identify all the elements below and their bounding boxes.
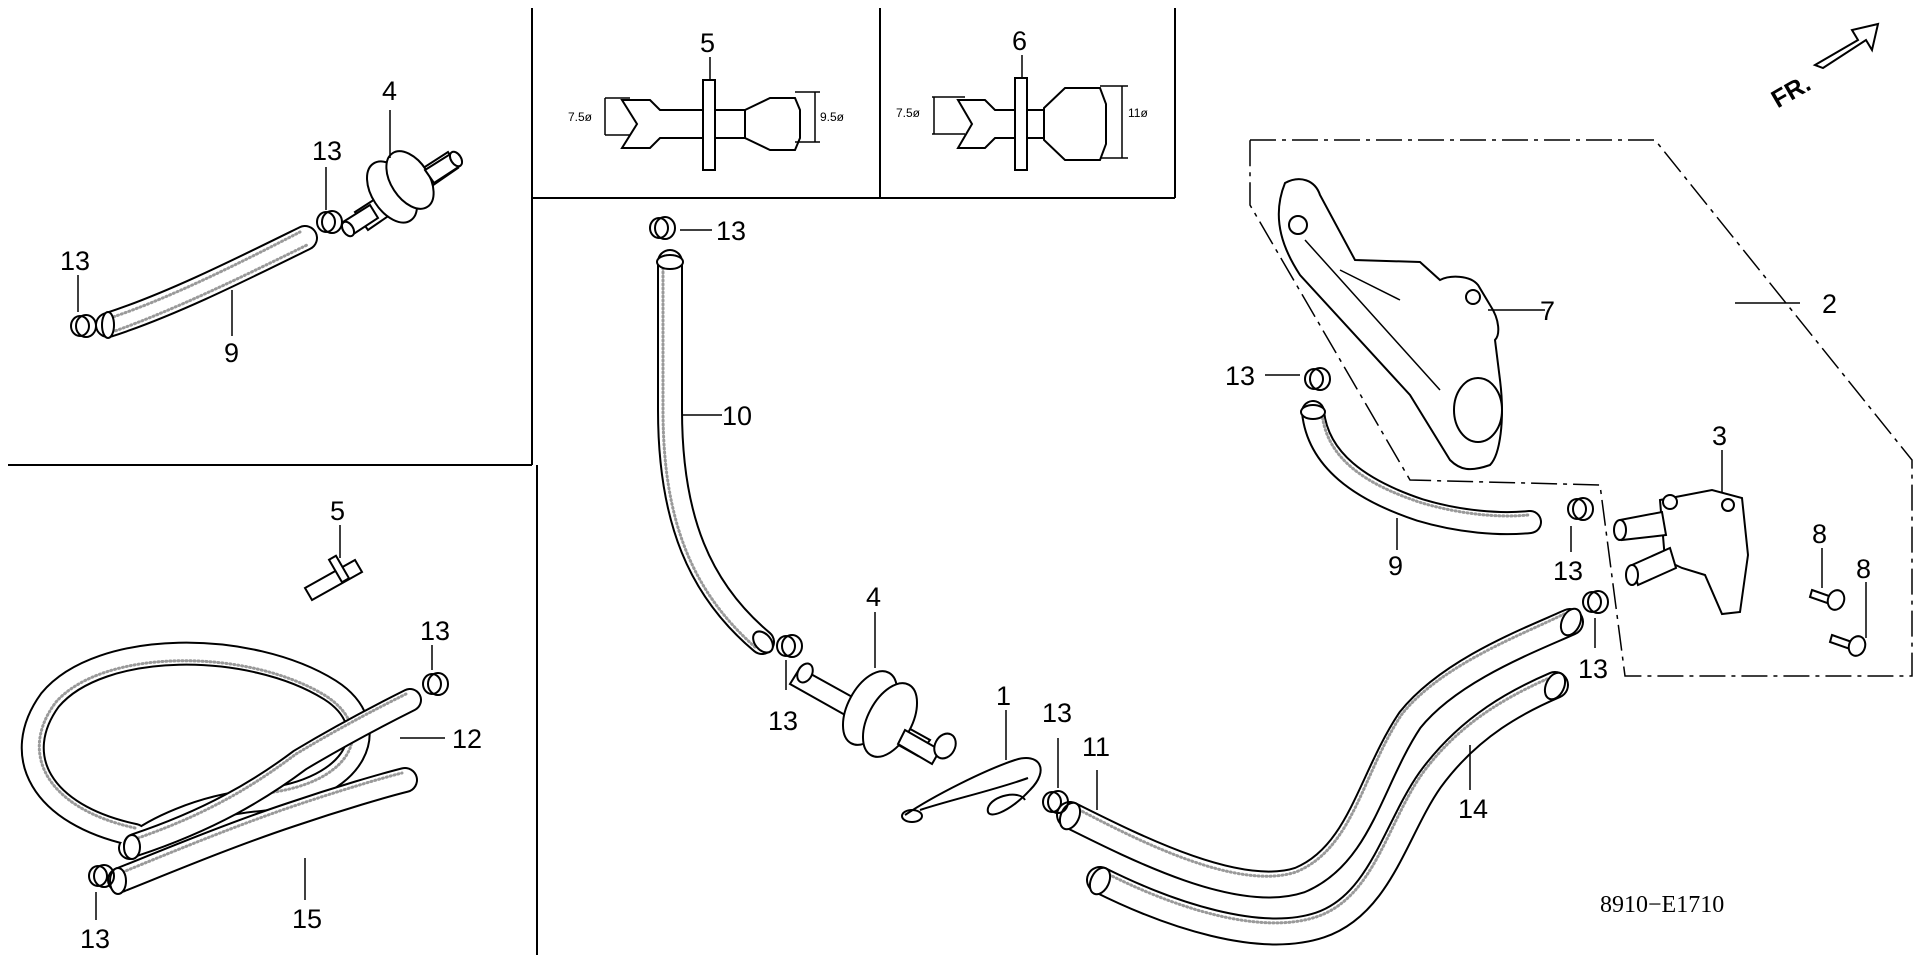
callout-9: 9 bbox=[224, 338, 239, 368]
callout-13: 13 bbox=[420, 616, 450, 646]
hose-clamp-1 bbox=[901, 757, 1042, 823]
callout-8: 8 bbox=[1856, 554, 1871, 584]
callout-4: 4 bbox=[866, 582, 881, 612]
hose-clip bbox=[70, 314, 97, 338]
assembly-2-outline bbox=[1249, 139, 1913, 677]
fitting-5-small bbox=[303, 554, 364, 602]
front-direction-indicator: FR. bbox=[1767, 22, 1880, 114]
inset-bottom-left: 5 13 12 15 13 bbox=[20, 496, 482, 954]
callout-5: 5 bbox=[330, 496, 345, 526]
callout-11: 11 bbox=[1082, 732, 1110, 762]
fuel-filter-inset bbox=[340, 150, 464, 238]
hose-clip bbox=[776, 634, 803, 658]
callout-5: 5 bbox=[700, 28, 715, 58]
bolt-8 bbox=[1808, 588, 1846, 611]
hose-clip bbox=[1582, 590, 1609, 614]
hose-clip bbox=[649, 216, 676, 240]
hose-clip bbox=[1567, 497, 1594, 521]
callout-14: 14 bbox=[1458, 794, 1488, 824]
main-assembly: 13 10 4 13 1 bbox=[649, 139, 1913, 946]
bolt-8 bbox=[1828, 633, 1867, 657]
callout-13: 13 bbox=[1553, 556, 1583, 586]
hose-clip bbox=[1304, 367, 1331, 391]
callout-13: 13 bbox=[768, 706, 798, 736]
fuel-hose-11 bbox=[1056, 607, 1584, 899]
inset-fitting-6: 6 7.5ø 11ø bbox=[896, 26, 1148, 171]
callout-12: 12 bbox=[452, 724, 482, 754]
callout-13: 13 bbox=[60, 246, 90, 276]
fuel-hose-9-inset bbox=[95, 225, 318, 339]
callout-13: 13 bbox=[1225, 361, 1255, 391]
hose-clip bbox=[316, 210, 343, 234]
callout-7: 7 bbox=[1540, 296, 1555, 326]
fuel-hose-9 bbox=[1300, 400, 1542, 536]
callout-10: 10 bbox=[722, 401, 752, 431]
callout-13: 13 bbox=[1042, 698, 1072, 728]
callout-2: 2 bbox=[1822, 289, 1837, 319]
fuel-hose-10 bbox=[656, 249, 775, 655]
dim-inner-11: 11ø bbox=[1128, 106, 1148, 120]
dim-inner-7-5: 7.5ø bbox=[568, 110, 593, 124]
callout-15: 15 bbox=[292, 904, 322, 934]
callout-6: 6 bbox=[1012, 26, 1027, 56]
diagram-code: 8910−E1710 bbox=[1600, 892, 1724, 918]
front-label: FR. bbox=[1767, 69, 1816, 113]
callout-8: 8 bbox=[1812, 519, 1827, 549]
bracket-7 bbox=[1277, 178, 1503, 471]
callout-13: 13 bbox=[312, 136, 342, 166]
hose-clip bbox=[1042, 790, 1069, 814]
dim-inner-7-5: 7.5ø bbox=[896, 106, 921, 120]
hose-clip bbox=[422, 672, 449, 696]
fuel-hose-12 bbox=[123, 688, 422, 860]
callout-1: 1 bbox=[996, 681, 1011, 711]
inset-fitting-5: 5 7.5ø 9.5ø bbox=[568, 28, 845, 171]
dim-inner-9-5: 9.5ø bbox=[820, 110, 845, 124]
callout-13: 13 bbox=[1578, 654, 1608, 684]
callout-4: 4 bbox=[382, 76, 397, 106]
inset-top-left: 4 13 13 9 bbox=[60, 76, 464, 368]
callout-9: 9 bbox=[1388, 551, 1403, 581]
callout-13: 13 bbox=[80, 924, 110, 954]
fuel-valve-3 bbox=[1613, 488, 1750, 616]
fuel-hose-14 bbox=[1086, 671, 1569, 946]
callout-3: 3 bbox=[1712, 421, 1727, 451]
callout-13: 13 bbox=[716, 216, 746, 246]
fuel-filter bbox=[788, 662, 957, 766]
panel-frames bbox=[8, 8, 1176, 955]
